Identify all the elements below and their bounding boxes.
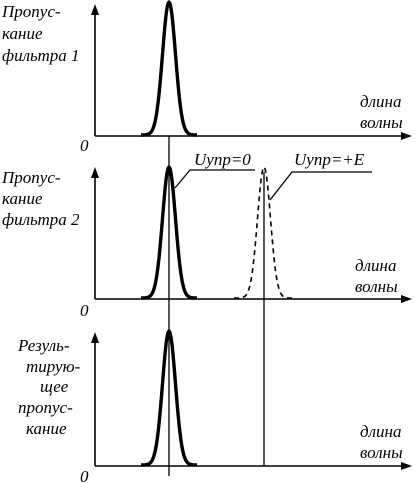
panel1-y-label-line2: кание xyxy=(2,24,43,43)
u-zero-annotation: Uупр=0 xyxy=(194,150,251,169)
panel1-y-label-line3: фильтра 1 xyxy=(2,46,80,65)
panel1-x-label-line2: волны xyxy=(360,113,403,132)
panel2-shifted-peak-dashed xyxy=(234,165,294,299)
panel3-y-label-line1: Резуль- xyxy=(17,336,70,355)
panel1-origin-label: 0 xyxy=(80,136,89,155)
panel3-y-label-line3: щее xyxy=(40,377,69,396)
panel1-x-arrow-icon xyxy=(401,132,412,140)
panel2-x-label-line2: волны xyxy=(355,277,398,296)
panel1-y-label-line1: Пропус- xyxy=(1,2,61,21)
panel2-x-label-line1: длина xyxy=(355,256,396,275)
panel3-y-label-line4: пропус- xyxy=(18,398,73,417)
panel3-x-label-line1: длина xyxy=(360,422,401,441)
panel1-y-arrow-icon xyxy=(91,4,99,15)
panel-filter-2: Пропус- кание фильтра 2 0 длина волны Uу… xyxy=(1,150,412,320)
panel3-x-arrow-icon xyxy=(401,462,412,470)
panel3-y-label-line2: тирую- xyxy=(26,357,81,376)
u-plus-annotation: Uупр=+E xyxy=(294,150,365,169)
panel2-y-label-line3: фильтра 2 xyxy=(2,210,80,229)
panel2-origin-label: 0 xyxy=(80,301,89,320)
panel3-y-arrow-icon xyxy=(91,332,99,343)
panel-result: Резуль- тирую- щее пропус- кание 0 длина… xyxy=(17,329,412,483)
panel-filter-1: Пропус- кание фильтра 1 0 длина волны xyxy=(1,0,412,155)
panel3-x-label-line2: волны xyxy=(360,443,403,462)
panel3-y-label-line5: кание xyxy=(26,419,67,438)
panel3-origin-label: 0 xyxy=(80,467,89,483)
u-zero-leader-line xyxy=(174,169,255,189)
panel1-transmission-peak xyxy=(140,0,198,137)
panel2-y-label-line1: Пропус- xyxy=(1,168,61,187)
u-plus-leader-line xyxy=(269,171,372,201)
panel2-y-label-line2: кание xyxy=(2,189,43,208)
panel1-x-label-line1: длина xyxy=(360,92,401,111)
panel2-x-arrow-icon xyxy=(401,295,412,303)
panel2-y-arrow-icon xyxy=(91,167,99,178)
